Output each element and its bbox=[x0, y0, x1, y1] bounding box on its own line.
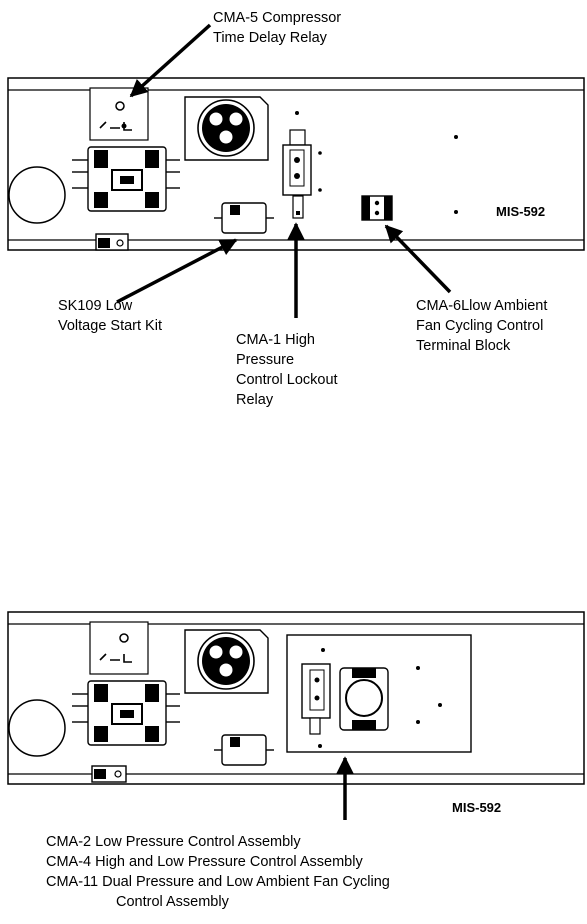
start-kit-bottom bbox=[214, 734, 274, 766]
time-delay-relay bbox=[89, 87, 149, 141]
time-delay-relay-bottom bbox=[89, 621, 149, 675]
panel-fasteners-top bbox=[95, 135, 458, 251]
label-cma5: CMA-5 Compressor Time Delay Relay bbox=[213, 10, 342, 46]
lockout-relay bbox=[282, 111, 312, 219]
figure-id-bottom: MIS-592 bbox=[452, 800, 502, 815]
compressor-terminal-plate-bottom bbox=[184, 629, 269, 694]
start-kit bbox=[214, 202, 274, 234]
label-cma6: CMA-6Llow Ambient Fan Cycling Control Te… bbox=[416, 298, 548, 354]
contactor-bottom bbox=[72, 680, 180, 746]
caption-bottom: CMA-2 Low Pressure Control Assembly CMA-… bbox=[46, 834, 390, 910]
panel-fasteners-bottom bbox=[91, 765, 127, 783]
pressure-control-assembly bbox=[286, 634, 472, 753]
label-sk109: SK109 Low Voltage Start Kit bbox=[58, 298, 162, 334]
label-cma1: CMA-1 High Pressure Control Lockout Rela… bbox=[236, 332, 338, 408]
capacitor-bottom bbox=[8, 699, 66, 757]
terminal-block bbox=[361, 195, 393, 221]
compressor-terminal-plate bbox=[184, 96, 269, 161]
figure-id-top: MIS-592 bbox=[496, 204, 546, 219]
callout-arrows-top bbox=[116, 23, 452, 318]
capacitor bbox=[8, 166, 66, 224]
contactor bbox=[72, 146, 180, 212]
